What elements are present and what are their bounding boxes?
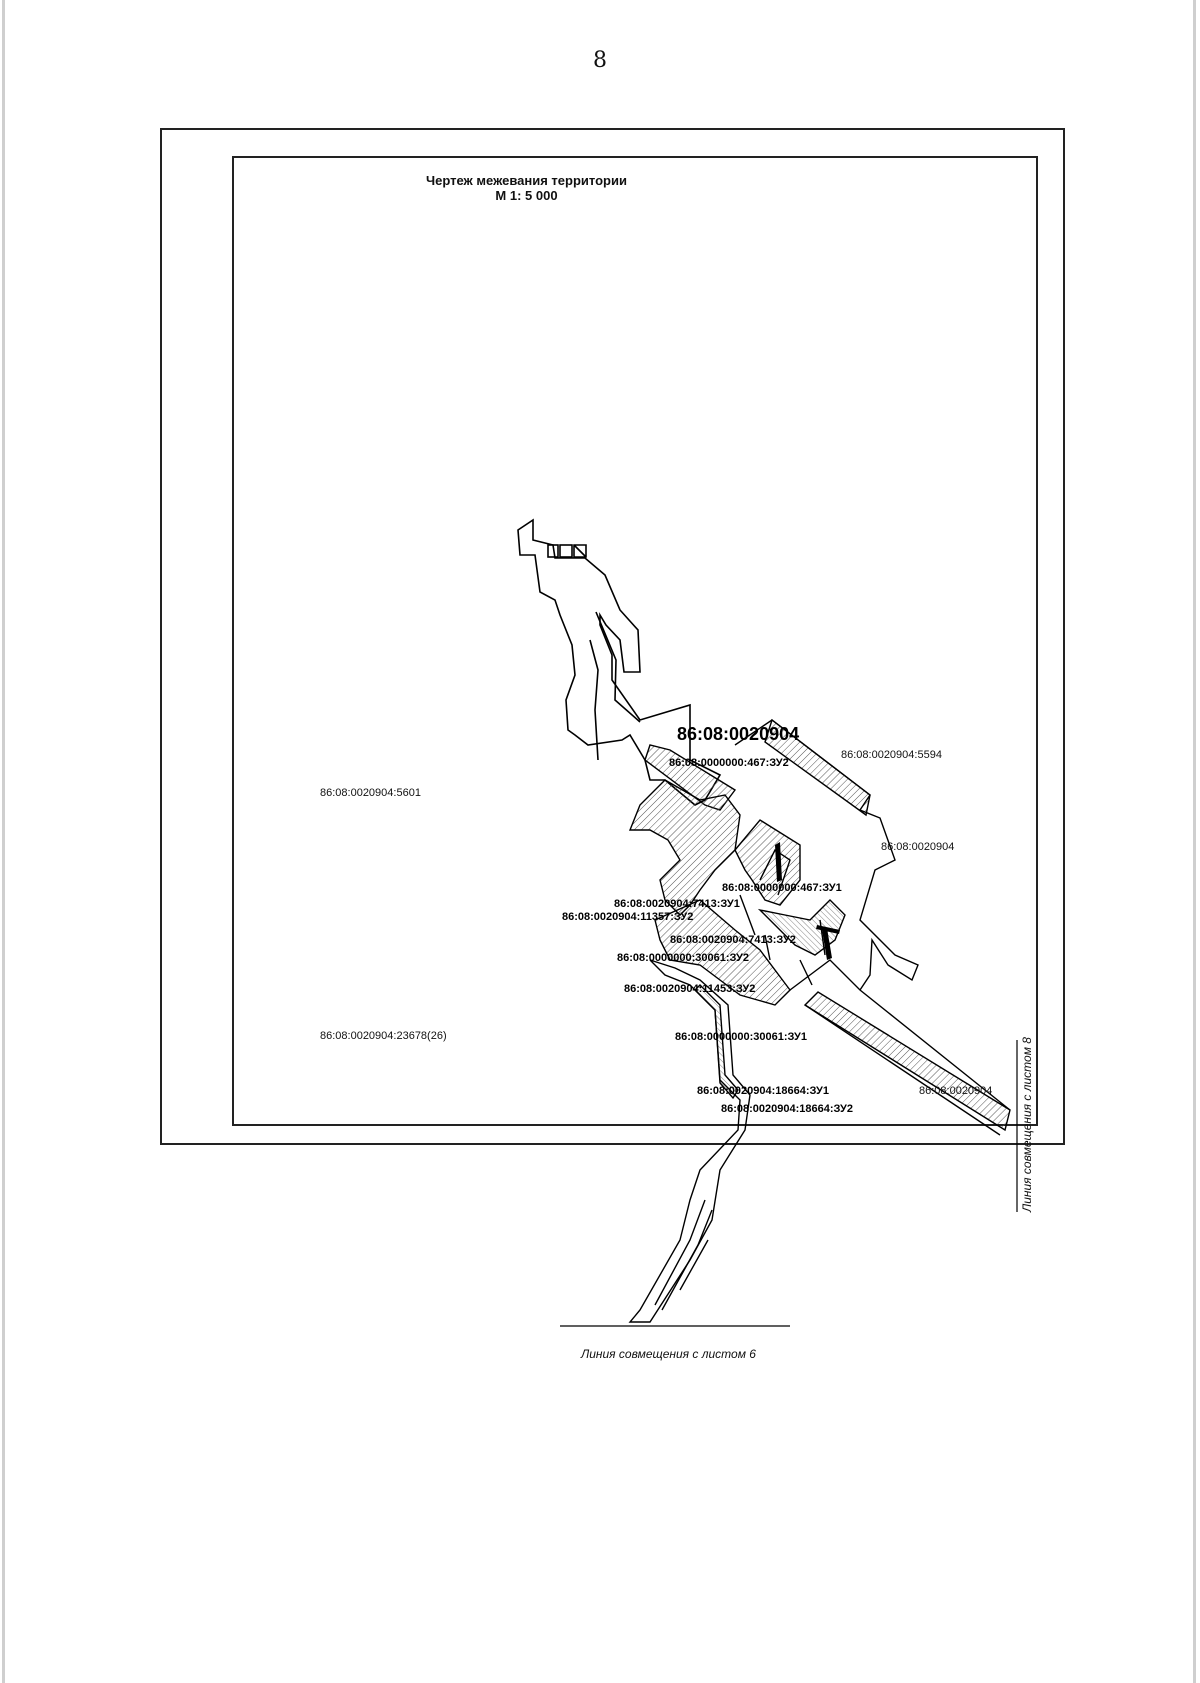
corridor-south-hatch [694,984,739,1100]
drawing-title-line1: Чертеж межевания территории [426,173,627,188]
building-north-3 [573,544,587,558]
central-complex [628,779,846,1006]
zu-label-7413-zu1: 86:08:0020904:7413:ЗУ1 [614,898,740,910]
zu-label-7413-zu2: 86:08:0020904:7413:ЗУ2 [670,934,796,946]
central-black-strip [775,842,840,960]
zu-label-467-zu1: 86:08:0000000:467:ЗУ1 [722,882,842,894]
corridor-north-inner-2 [589,639,599,761]
building-north-1 [547,544,559,558]
building-north-2 [559,544,573,558]
block-label: 86:08:0020904 [677,724,799,744]
parcel-467-zu2-band [644,718,919,991]
zu-label-467-zu2: 86:08:0000000:467:ЗУ2 [669,757,789,769]
match-line-right-label: Линия совмещения с листом 8 [1020,1037,1034,1213]
zu-label-30061-zu2: 86:08:0000000:30061:ЗУ2 [617,952,749,964]
block-outline-east [734,719,919,991]
parcel-label-block-lower-right: 86:08:0020904 [919,1085,992,1097]
parcel-label-23678: 86:08:0020904:23678(26) [320,1030,447,1042]
zu-label-18664-zu1: 86:08:0020904:18664:ЗУ1 [697,1085,829,1097]
zu-label-18664-zu2: 86:08:0020904:18664:ЗУ2 [721,1103,853,1115]
central-inner-lines [739,848,826,986]
scan-edge-right [1193,0,1196,1683]
corridor-south-outline [628,959,751,1323]
corridor-southeast-outline [789,959,1011,1136]
parcel-label-block-right: 86:08:0020904 [881,841,954,853]
page-number: 8 [593,48,607,73]
central-hatch-right [757,899,846,956]
parcel-label-5594: 86:08:0020904:5594 [841,749,942,761]
corridor-south-inner [654,1199,713,1311]
scan-edge-left [2,0,5,1683]
central-hatch-left [628,779,741,916]
match-line-bottom-label: Линия совмещения с листом 6 [580,1347,756,1361]
drawing-scale: М 1: 5 000 [495,188,558,203]
zu-label-30061-zu1: 86:08:0000000:30061:ЗУ1 [675,1031,807,1043]
corridor-north-inner [595,611,641,723]
sheet-inner-frame [232,156,1038,1126]
zu-label-11453-zu2: 86:08:0020904:11453:ЗУ2 [624,983,755,995]
central-hatch-lower [654,899,791,1006]
parcel-label-5601: 86:08:0020904:5601 [320,787,421,799]
corridor-southeast [789,959,1011,1136]
central-hatch-mid [734,819,801,906]
sheet-outer-frame [160,128,1065,1145]
zu-label-11357-zu2: 86:08:0020904:11357:ЗУ2 [562,911,693,923]
drawing-title: Чертеж межевания территории М 1: 5 000 [426,173,627,203]
corridor-south [628,959,751,1323]
